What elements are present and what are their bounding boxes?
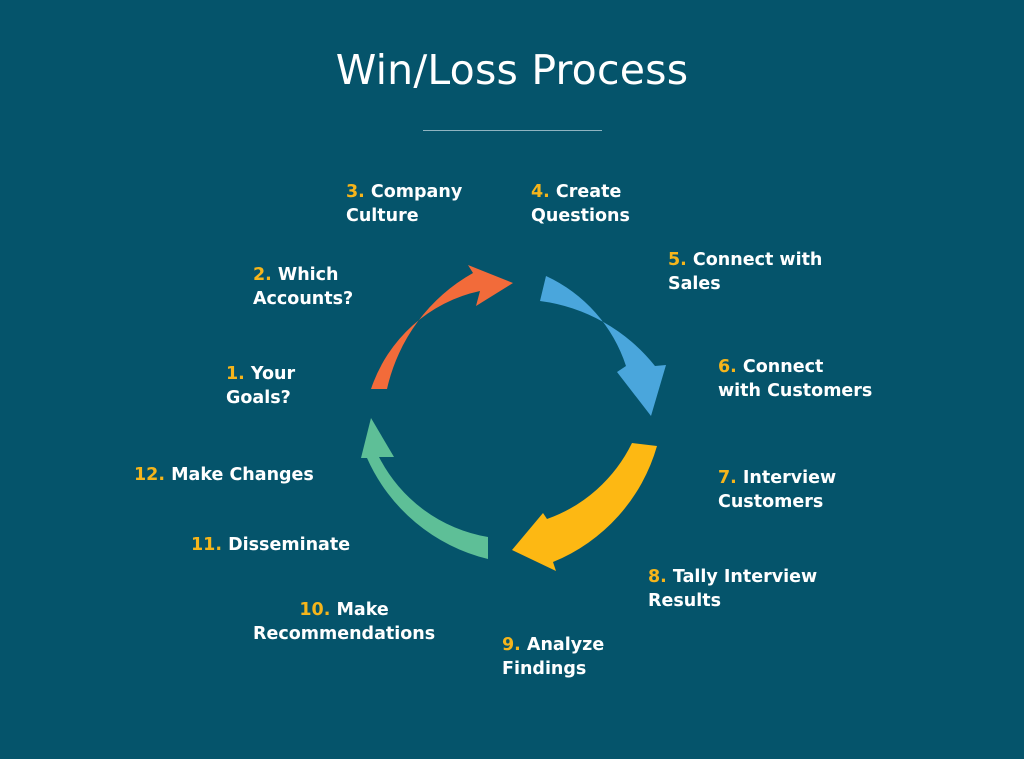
step-number: 1. <box>226 364 245 384</box>
step-text: Findings <box>502 659 587 679</box>
step-text: Sales <box>668 274 721 294</box>
step-10-label: 10. Make Recommendations <box>253 598 435 646</box>
cycle-arrow-orange <box>371 265 513 389</box>
step-number: 5. <box>668 250 687 270</box>
cycle-arrow-yellow <box>512 443 657 571</box>
step-7-label: 7. Interview Customers <box>718 466 836 514</box>
step-4-label: 4. Create Questions <box>531 180 630 228</box>
step-text: Accounts? <box>253 289 354 309</box>
step-5-label: 5. Connect with Sales <box>668 248 822 296</box>
step-text: Make <box>336 600 389 620</box>
step-text: with Customers <box>718 381 873 401</box>
step-11-label: 11. Disseminate <box>191 533 350 557</box>
step-text: Goals? <box>226 388 291 408</box>
cycle-arrow-blue <box>540 276 666 416</box>
step-number: 6. <box>718 357 737 377</box>
step-number: 8. <box>648 567 667 587</box>
step-text: Which <box>277 265 339 285</box>
step-8-label: 8. Tally Interview Results <box>648 565 817 613</box>
step-text: Analyze <box>526 635 605 655</box>
step-text: Questions <box>531 206 630 226</box>
step-text: Results <box>648 591 721 611</box>
step-number: 4. <box>531 182 550 202</box>
step-text: Customers <box>718 492 824 512</box>
step-1-label: 1. Your Goals? <box>226 362 295 410</box>
step-12-label: 12. Make Changes <box>134 463 314 487</box>
cycle-arrow-green <box>361 418 488 559</box>
step-text: Create <box>555 182 622 202</box>
step-number: 7. <box>718 468 737 488</box>
step-number: 10. <box>299 600 331 620</box>
step-text: Connect with <box>692 250 823 270</box>
step-text: Disseminate <box>228 535 351 555</box>
step-number: 2. <box>253 265 272 285</box>
step-6-label: 6. Connect with Customers <box>718 355 872 403</box>
step-number: 9. <box>502 635 521 655</box>
step-text: Company <box>370 182 463 202</box>
step-text: Tally Interview <box>672 567 818 587</box>
step-text: Connect <box>742 357 824 377</box>
diagram-title: Win/Loss Process <box>335 46 689 94</box>
step-text: Make Changes <box>171 465 314 485</box>
step-text: Culture <box>346 206 419 226</box>
step-number: 12. <box>134 465 166 485</box>
title-divider <box>423 130 602 131</box>
step-text: Your <box>250 364 296 384</box>
step-text: Interview <box>742 468 837 488</box>
step-text: Recommendations <box>253 624 436 644</box>
step-number: 3. <box>346 182 365 202</box>
step-number: 11. <box>191 535 223 555</box>
step-9-label: 9. Analyze Findings <box>502 633 604 681</box>
step-2-label: 2. Which Accounts? <box>253 263 353 311</box>
step-3-label: 3. Company Culture <box>346 180 462 228</box>
